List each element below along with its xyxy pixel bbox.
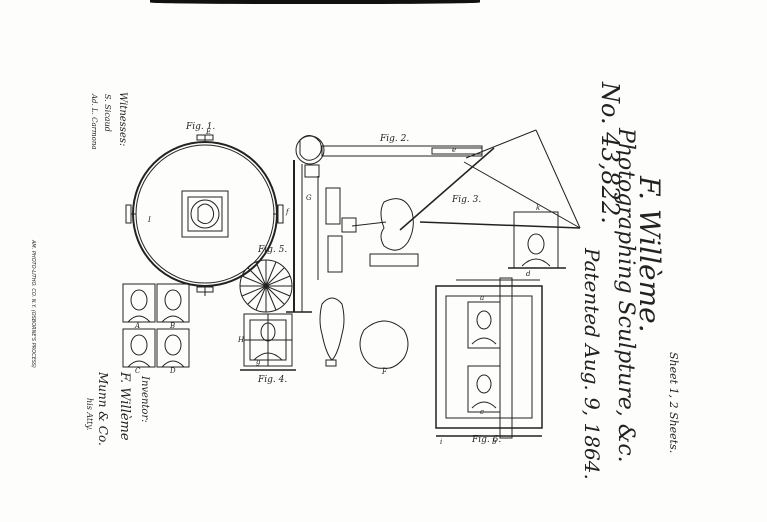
letter-A: A bbox=[134, 322, 140, 330]
inventor-signature: F. Willème bbox=[117, 372, 132, 441]
letter-G: G bbox=[306, 194, 312, 202]
fig-2-label: Fig. 2. bbox=[379, 134, 409, 144]
fig-1-label: Fig. 1. bbox=[185, 122, 215, 132]
portrait-grid bbox=[122, 283, 190, 368]
fig3-bust-apparatus bbox=[341, 129, 581, 269]
printer-note: AM. PHOTO-LITHO. CO. N.Y. (OSBORNE'S PRO… bbox=[30, 240, 36, 368]
fig4-frame bbox=[240, 313, 296, 371]
witness-1: S. Sicaud bbox=[103, 94, 112, 132]
fig-3-label: Fig. 3. bbox=[451, 195, 481, 205]
letter-i: i bbox=[440, 438, 442, 446]
patent-date: Patented Aug. 9, 1864. bbox=[580, 248, 604, 480]
scan-edge bbox=[150, 0, 480, 4]
fig5-dial bbox=[239, 259, 293, 313]
letter-D: D bbox=[169, 367, 176, 375]
fig-6-label: Fig. 6. bbox=[471, 435, 501, 445]
inventor-label: Inventor: bbox=[139, 376, 150, 423]
attorney-role: his Atty. bbox=[85, 398, 94, 431]
letter-E: E bbox=[205, 128, 211, 136]
letter-B: B bbox=[169, 322, 175, 330]
letter-f: f bbox=[285, 208, 290, 216]
letter-I: I bbox=[147, 216, 151, 224]
reference-letters: A B C D E F G H I a b c d e f g i k bbox=[134, 128, 540, 446]
letter-F: F bbox=[381, 368, 388, 376]
witnesses-label: Witnesses: bbox=[117, 92, 128, 147]
fig6-frame bbox=[435, 277, 543, 439]
sample-heads bbox=[319, 297, 409, 369]
fig-4-label: Fig. 4. bbox=[257, 375, 287, 385]
fig-5-label: Fig. 5. bbox=[257, 245, 287, 255]
sheet-count: Sheet 1, 2 Sheets. bbox=[667, 352, 680, 454]
patent-title: Photographing Sculpture, &c. bbox=[613, 128, 638, 463]
witness-2: Ad. L. Carmona bbox=[90, 94, 98, 150]
letter-a: a bbox=[480, 294, 484, 302]
letter-e: e bbox=[452, 146, 456, 154]
attorney-signature: Munn & Co. bbox=[96, 372, 110, 446]
letter-g: g bbox=[256, 358, 261, 366]
letter-c: c bbox=[480, 408, 484, 416]
letter-C: C bbox=[135, 367, 141, 375]
fig2-apparatus bbox=[286, 135, 483, 313]
letter-d: d bbox=[526, 270, 531, 278]
letter-k: k bbox=[536, 204, 540, 212]
fig1-turntable bbox=[125, 134, 284, 296]
letter-H: H bbox=[237, 336, 245, 344]
figure-labels: Fig. 1. Fig. 2. Fig. 3. Fig. 4. Fig. 5. … bbox=[185, 122, 501, 445]
letter-b: b bbox=[492, 438, 497, 446]
